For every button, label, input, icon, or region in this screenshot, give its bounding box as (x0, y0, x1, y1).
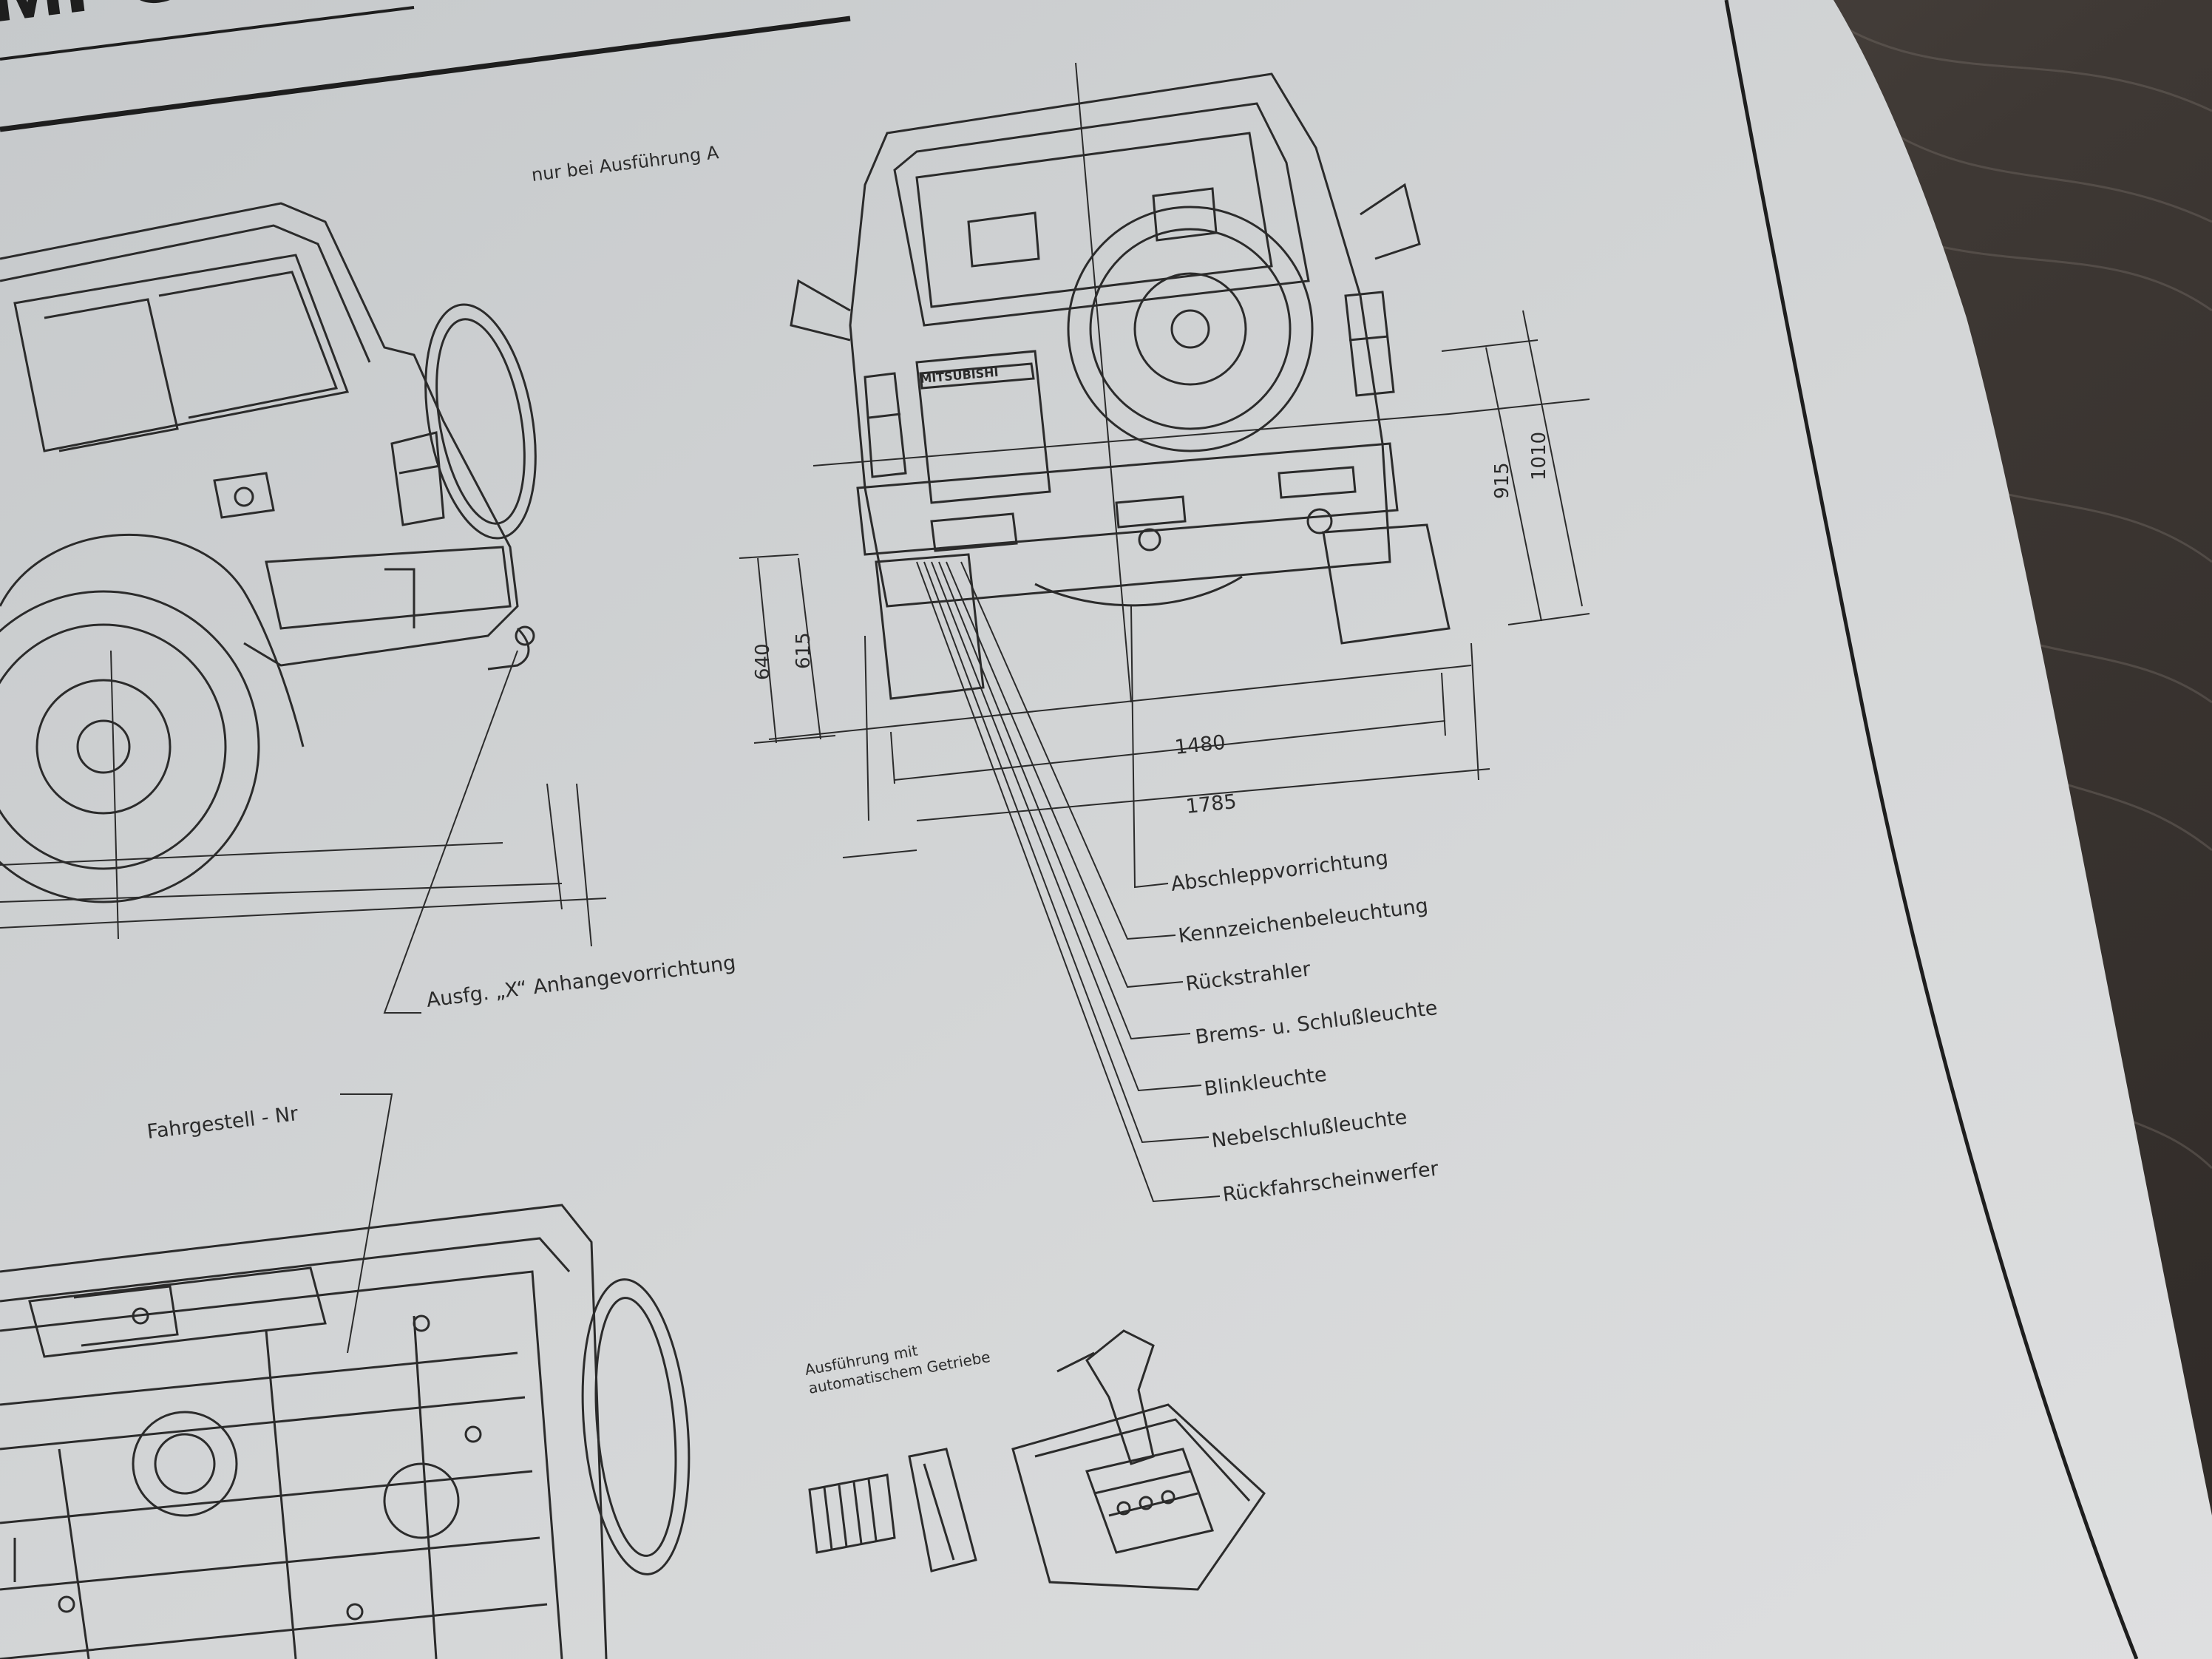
dimension-1010: 1010 (1528, 432, 1550, 481)
gear-selector-illustration (1011, 1329, 1266, 1591)
dimension-915: 915 (1491, 462, 1513, 499)
title-rule (0, 6, 415, 61)
dimension-640: 640 (752, 643, 774, 680)
sheet-border-right (1724, 0, 2139, 1659)
rear-view-vehicle (768, 62, 1472, 740)
rear-view-dimensions (739, 310, 1590, 858)
callout-leaders (916, 561, 1221, 1203)
pedals-illustration (808, 1448, 977, 1573)
title-underline (0, 16, 851, 132)
chassis-top-view (0, 1204, 691, 1659)
dimension-615: 615 (793, 632, 815, 669)
dimension-1785: 1785 (1184, 790, 1238, 818)
chassis-no-leader-line (340, 1093, 393, 1354)
dimension-1480: 1480 (1173, 731, 1227, 759)
side-view-vehicle (0, 202, 607, 947)
hitch-leader-line (383, 650, 518, 1014)
